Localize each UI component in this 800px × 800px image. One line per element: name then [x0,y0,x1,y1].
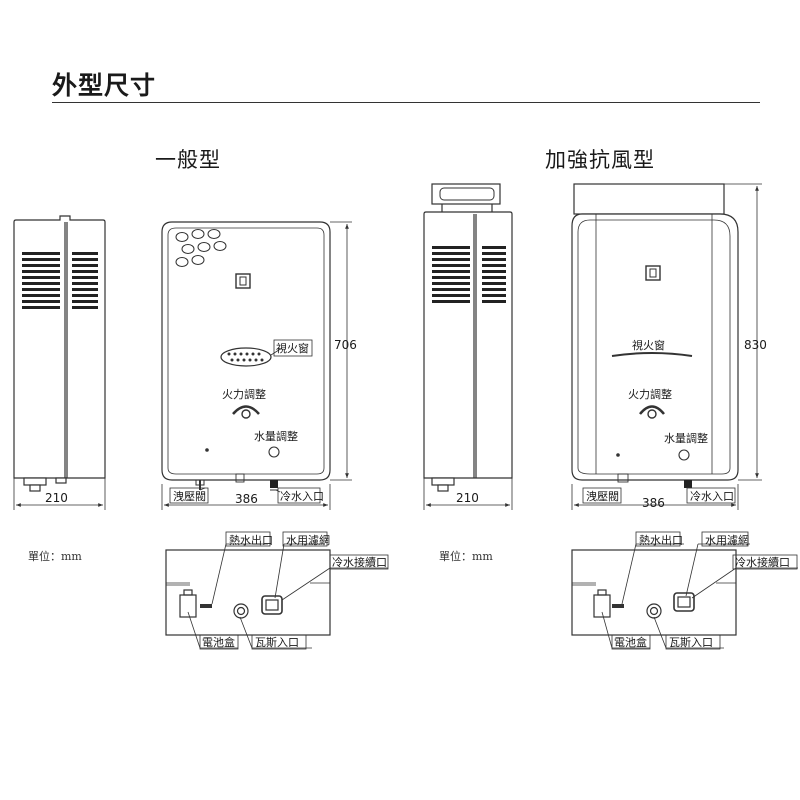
standard-vent-holes [175,229,227,267]
standard-filter-label: 水用濾網 [286,533,330,547]
windproof-cold-inlet-label: 冷水入口 [690,490,734,503]
windproof-bottom-view [571,531,798,650]
unit-note-standard: 單位：mm [28,550,82,563]
standard-model-title: 一般型 [155,148,221,172]
standard-water-adjust-label: 水量調整 [254,429,298,443]
windproof-height: 830 [744,338,767,352]
standard-side-view [13,215,106,510]
windproof-battery-box [593,594,611,618]
standard-battery-label: 電池盒 [202,635,235,649]
windproof-model-title: 加強抗風型 [545,148,655,172]
windproof-brand-logo [645,265,661,281]
windproof-view-window [611,352,693,357]
standard-height: 706 [334,338,357,352]
windproof-water-adjust-label: 水量調整 [664,431,708,445]
standard-view-window-label: 視火窗 [276,341,309,355]
standard-cold-connector-label: 冷水接續口 [332,555,387,569]
page-title: 外型尺寸 [52,71,157,100]
standard-side-width: 210 [45,491,68,505]
standard-battery-box [179,594,197,618]
standard-side-vent-left [22,252,60,309]
standard-brand-logo [235,273,251,289]
standard-view-window [220,347,272,367]
standard-water-knob [268,446,280,458]
title-divider [52,102,760,103]
standard-bottom-view [165,531,389,650]
standard-fire-adjust-label: 火力調整 [222,387,266,401]
standard-water-filter [261,595,283,615]
windproof-side-view [423,183,513,510]
windproof-front-view [571,183,762,510]
windproof-battery-label: 電池盒 [614,635,647,649]
standard-hot-outlet-label: 熱水出口 [229,533,273,547]
standard-side-vent-right [72,252,98,309]
windproof-fire-knob [639,405,665,415]
standard-gas-inlet [233,603,249,619]
standard-front-width: 386 [235,492,258,506]
standard-cold-inlet-label: 冷水入口 [280,490,324,503]
standard-gas-label: 瓦斯入口 [255,636,299,649]
windproof-filter-label: 水用濾網 [705,533,749,547]
standard-fire-knob [232,405,260,415]
standard-front-view [161,221,352,510]
standard-drain-valve-label: 洩壓閥 [173,489,206,503]
windproof-side-width: 210 [456,491,479,505]
windproof-fire-adjust-label: 火力調整 [628,387,672,401]
windproof-front-width: 386 [642,496,665,510]
windproof-hot-outlet-label: 熱水出口 [639,533,683,547]
windproof-gas-label: 瓦斯入口 [669,636,713,649]
unit-note-windproof: 單位：mm [439,550,493,563]
windproof-water-knob [678,449,690,461]
windproof-water-filter [673,592,695,612]
windproof-drain-valve-label: 洩壓閥 [586,489,619,503]
windproof-cold-connector-label: 冷水接續口 [735,555,790,569]
windproof-view-window-label: 視火窗 [632,338,665,352]
